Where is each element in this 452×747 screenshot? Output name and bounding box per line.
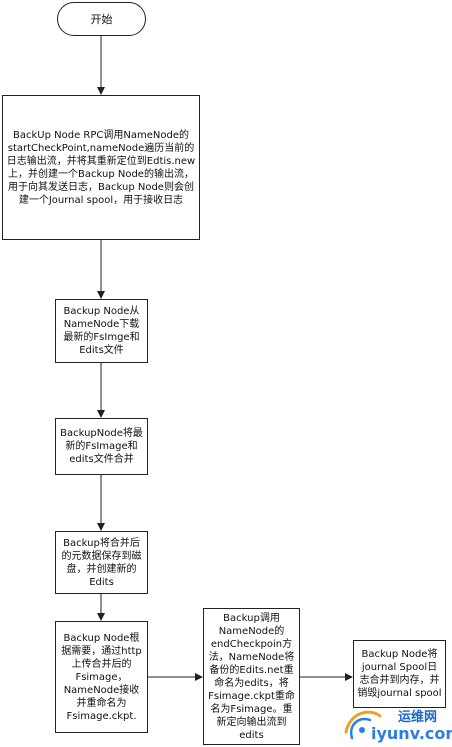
step-5-label: Backup Node根据需要，通过http上传合并后的Fsimage，Name… [61,632,142,722]
step-1-box: BackUp Node RPC调用NameNode的startCheckPoin… [2,95,200,240]
step-1-label: BackUp Node RPC调用NameNode的startCheckPoin… [6,129,196,206]
step-4-label: Backup将合并后的元数据保存到磁盘，并创建新的Edits [61,537,142,588]
step-7-box: Backup Node将journal Spool日志合并到内存，并销毁jour… [353,640,446,708]
step-3-label: BackupNode将最新的FsImage和edits文件合并 [60,428,143,465]
start-label: 开始 [90,12,113,26]
step-2-label: Backup Node从NameNode下载最新的FsImge和Edits文件 [63,306,140,356]
step-3-box: BackupNode将最新的FsImage和edits文件合并 [55,418,148,475]
start-node: 开始 [57,2,146,36]
watermark-cn-text: 运维网 [398,710,438,725]
watermark-logo-icon [344,710,382,740]
step-2-box: Backup Node从NameNode下载最新的FsImge和Edits文件 [55,299,148,363]
step-6-box: Backup调用NameNode的endCheckpoin方法，NameNode… [203,608,300,745]
step-4-box: Backup将合并后的元数据保存到磁盘，并创建新的Edits [55,531,148,594]
step-5-box: Backup Node根据需要，通过http上传合并后的Fsimage，Name… [55,621,148,733]
watermark-en-text: iyunv.com [371,724,452,743]
step-6-label: Backup调用NameNode的endCheckpoin方法，NameNode… [208,612,295,741]
step-7-label: Backup Node将journal Spool日志合并到内存，并销毁jour… [357,649,442,699]
